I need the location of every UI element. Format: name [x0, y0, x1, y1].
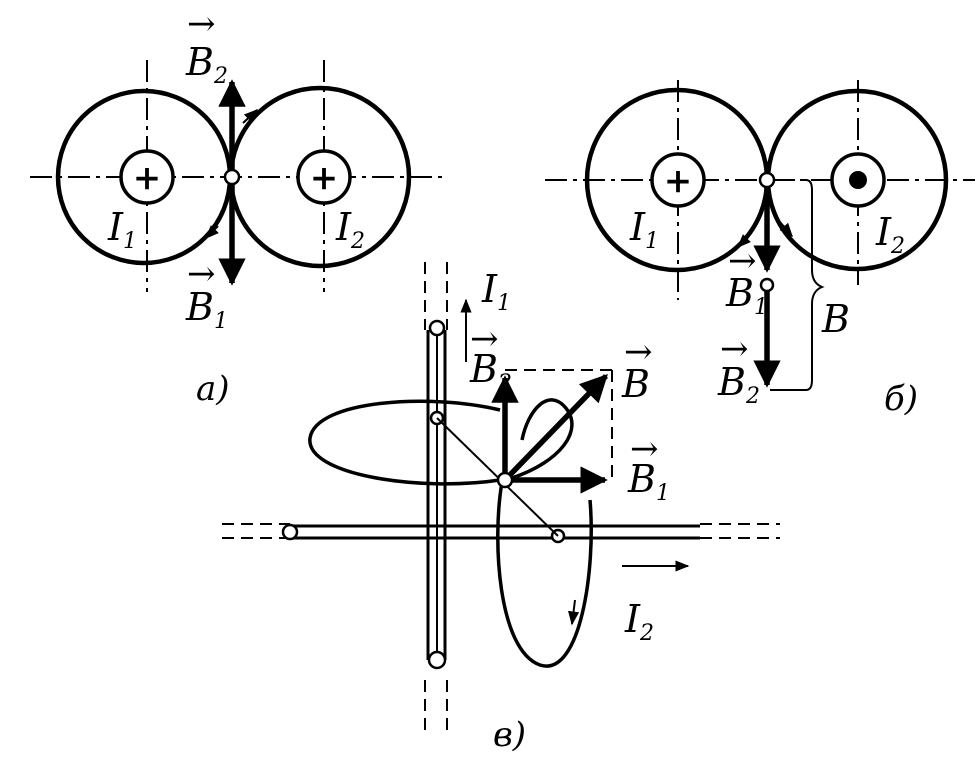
panel-a-circle-1-direction-arrow: [205, 225, 219, 239]
panel-c-b1-label: B1: [627, 457, 670, 506]
panel-b-i2-label: I2: [875, 210, 905, 259]
panel-b-current-2-out-of-page-icon: [849, 171, 867, 189]
panel-b-resultant-brace: [770, 179, 825, 391]
panel-c: I1 I2 B2 → B → B1 → в): [222, 262, 780, 755]
panel-c-caption: в): [493, 715, 526, 755]
panel-a-current-1-into-page-icon: +: [133, 158, 162, 198]
panel-c-loop-2-direction-arrow: [568, 599, 580, 626]
panel-a-i1-label: I1: [107, 205, 137, 254]
panel-a-conductor-2: [296, 149, 352, 205]
panel-b-caption: б): [884, 379, 918, 419]
panel-c-resultant-vector-arrow: →: [624, 332, 653, 372]
panel-b-conductor-1: [650, 152, 706, 208]
panel-a-b1-label: B1: [185, 285, 228, 334]
panel-b-circle-1-direction-arrow: [737, 234, 751, 248]
panel-c-field-loop-2: [496, 481, 593, 668]
panel-a-circle-2-direction-arrow: [242, 109, 259, 124]
panel-a-conductor-1: [119, 149, 175, 205]
panel-a: + + B2 → B1 → I1 I2 a): [30, 4, 445, 409]
panel-a-b1-vector-arrow: →: [187, 254, 216, 294]
panel-c-field-loop-1: [308, 399, 501, 486]
panel-c-field-point: [496, 471, 514, 489]
panel-c-i2-label: I2: [624, 597, 654, 646]
panel-c-i1-label: I1: [481, 267, 511, 316]
panel-a-i2-label: I2: [335, 205, 365, 254]
panel-c-b2-label: B2: [469, 347, 512, 396]
panel-a-midpoint: [223, 168, 241, 186]
panel-c-resultant-b-vector: [503, 374, 608, 482]
panel-b: + I1 I2 B1 → B2 → B б): [545, 80, 975, 419]
panel-c-vertical-conductor-bottom-end: [427, 650, 447, 670]
panel-b-midpoint: [758, 171, 776, 189]
panel-a-b2-vector-arrow: →: [187, 4, 216, 44]
panel-a-caption: a): [196, 369, 230, 409]
panel-c-b2-vector-arrow: →: [470, 319, 499, 359]
panel-c-field-loop-1-front: [511, 398, 574, 480]
panel-b-b2-vector-arrow: →: [720, 329, 749, 369]
panel-a-current-2-into-page-icon: +: [310, 158, 339, 198]
panel-c-b1-vector-arrow: →: [630, 429, 659, 469]
panel-c-horizontal-conductor-left-end: [281, 523, 299, 541]
panel-b-current-1-into-page-icon: +: [664, 161, 693, 201]
panel-c-resultant-label: B: [621, 362, 650, 406]
panel-b-b1-vector-arrow: →: [728, 241, 757, 281]
panel-b-resultant-label: B: [821, 297, 850, 341]
panel-b-b1-tip-point: [759, 277, 775, 293]
panel-b-b1-label: B1: [725, 271, 768, 320]
panel-b-b2-label: B2: [717, 360, 760, 409]
panel-b-i1-label: I1: [629, 205, 659, 254]
panel-c-vertical-conductor-top-end: [428, 319, 446, 337]
panel-a-b2-label: B2: [185, 40, 228, 89]
panel-b-circle-2-direction-arrow: [779, 221, 793, 238]
